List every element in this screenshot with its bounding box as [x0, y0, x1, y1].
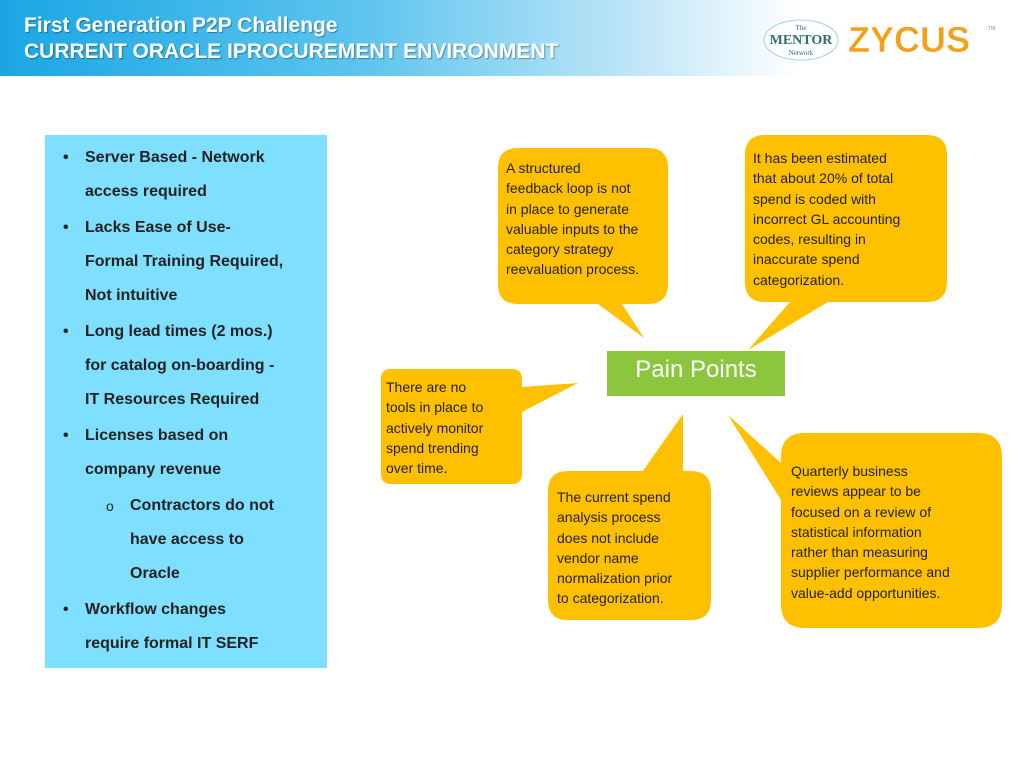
bubble-line: incorrect GL accounting: [753, 210, 901, 227]
issue-item: • Workflow changes require formal IT SER…: [63, 593, 313, 661]
issue-line: access required: [85, 183, 207, 200]
bubble-line: actively monitor: [386, 419, 484, 436]
bullet-marker: •: [63, 149, 69, 166]
issue-item: • Licenses based on company revenue: [63, 419, 313, 487]
issue-line: Server Based - Network: [85, 149, 265, 166]
issue-line: require formal IT SERF: [85, 635, 259, 652]
bullet-marker: •: [63, 219, 69, 236]
issue-line: have access to: [130, 531, 244, 548]
bubble-line: tools in place to: [386, 399, 484, 416]
svg-text:MENTOR: MENTOR: [770, 33, 834, 48]
bubble-line: inaccurate spend: [753, 251, 860, 268]
issue-line: Lacks Ease of Use-: [85, 219, 231, 236]
svg-text:Network: Network: [789, 49, 814, 57]
issue-line: IT Resources Required: [85, 391, 260, 408]
issue-line: Long lead times (2 mos.): [85, 323, 273, 340]
bubble-line: supplier performance and: [791, 564, 950, 581]
issue-line: Contractors do not: [130, 497, 274, 514]
issue-line: for catalog on-boarding -: [85, 357, 275, 374]
slide-header: First Generation P2P Challenge CURRENT O…: [0, 0, 1024, 76]
bubble-line: It has been estimated: [753, 150, 887, 166]
bubble-line: rather than measuring: [791, 544, 928, 561]
bubble-line: A structured: [506, 160, 581, 176]
callout-quarterly-reviews: [728, 415, 1002, 628]
bubble-line: reevaluation process.: [506, 261, 640, 278]
bubble-line: focused on a review of: [791, 503, 932, 520]
issue-line: company revenue: [85, 461, 222, 478]
mentor-network-logo: The MENTOR Network: [763, 19, 839, 61]
bubble-line: category strategy: [506, 241, 614, 258]
bubble-line: valuable inputs to the: [506, 220, 639, 237]
issue-item: • Lacks Ease of Use- Formal Training Req…: [63, 211, 313, 313]
callout-gl-coding: [745, 135, 947, 350]
issue-line: Workflow changes: [85, 601, 227, 618]
callout-feedback-loop: [498, 148, 668, 338]
bubble-line: over time.: [386, 460, 448, 477]
sub-bullet-marker: o: [106, 498, 114, 514]
bullet-marker: •: [63, 427, 69, 444]
issue-subitem: o Contractors do not have access to Orac…: [63, 489, 313, 591]
bubble-line: categorization.: [753, 271, 845, 288]
bubble-line: feedback loop is not: [506, 180, 631, 197]
issue-line: Oracle: [130, 565, 180, 582]
bubble-line: to categorization.: [557, 590, 664, 607]
issue-line: Formal Training Required,: [85, 253, 284, 270]
callout-vendor-normalization: [548, 414, 711, 620]
bullet-marker: •: [63, 323, 69, 340]
issue-line: Not intuitive: [85, 287, 178, 304]
callout-spend-trending: [381, 369, 578, 484]
bubble-line: vendor name: [557, 549, 639, 566]
bullet-marker: •: [63, 601, 69, 618]
issue-item: • Server Based - Network access required: [63, 141, 313, 209]
svg-text:TM: TM: [988, 26, 995, 32]
bubble-line: in place to generate: [506, 200, 629, 217]
issues-list: • Server Based - Network access required…: [63, 141, 313, 661]
bubble-vendor-normalization-text: The current spend analysis process does …: [557, 487, 672, 609]
pain-points-label: Pain Points: [607, 351, 785, 396]
svg-text:ZYCUS: ZYCUS: [848, 19, 970, 60]
bubble-feedback-loop-text: A structured feedback loop is not in pla…: [506, 158, 639, 280]
zycus-logo: ZYCUS TM: [848, 19, 995, 61]
bubble-gl-coding-text: It has been estimated that about 20% of …: [753, 148, 900, 290]
bubble-quarterly-reviews-text: Quarterly business reviews appear to be …: [791, 461, 950, 603]
issue-item: • Long lead times (2 mos.) for catalog o…: [63, 315, 313, 417]
bubble-line: value-add opportunities.: [791, 584, 941, 601]
bubble-line: analysis process: [557, 509, 661, 526]
bubble-line: normalization prior: [557, 570, 673, 587]
bubble-line: spend is coded with: [753, 190, 876, 207]
slide-subtitle: CURRENT ORACLE IPROCUREMENT ENVIRONMENT: [24, 40, 559, 63]
bubble-line: does not include: [557, 529, 659, 546]
bubble-line: statistical information: [791, 523, 922, 540]
issue-line: Licenses based on: [85, 427, 229, 444]
slide-title: First Generation P2P Challenge: [24, 14, 338, 37]
svg-text:The: The: [796, 24, 807, 32]
bubble-line: codes, resulting in: [753, 231, 866, 248]
bubble-line: that about 20% of total: [753, 170, 894, 187]
bubble-line: There are no: [386, 379, 467, 395]
bubble-line: spend trending: [386, 439, 479, 456]
bubble-line: reviews appear to be: [791, 483, 921, 500]
bubble-spend-trending-text: There are no tools in place to actively …: [386, 377, 483, 478]
issues-box: • Server Based - Network access required…: [45, 135, 327, 668]
bubble-line: Quarterly business: [791, 463, 908, 479]
bubble-line: The current spend: [557, 489, 671, 505]
